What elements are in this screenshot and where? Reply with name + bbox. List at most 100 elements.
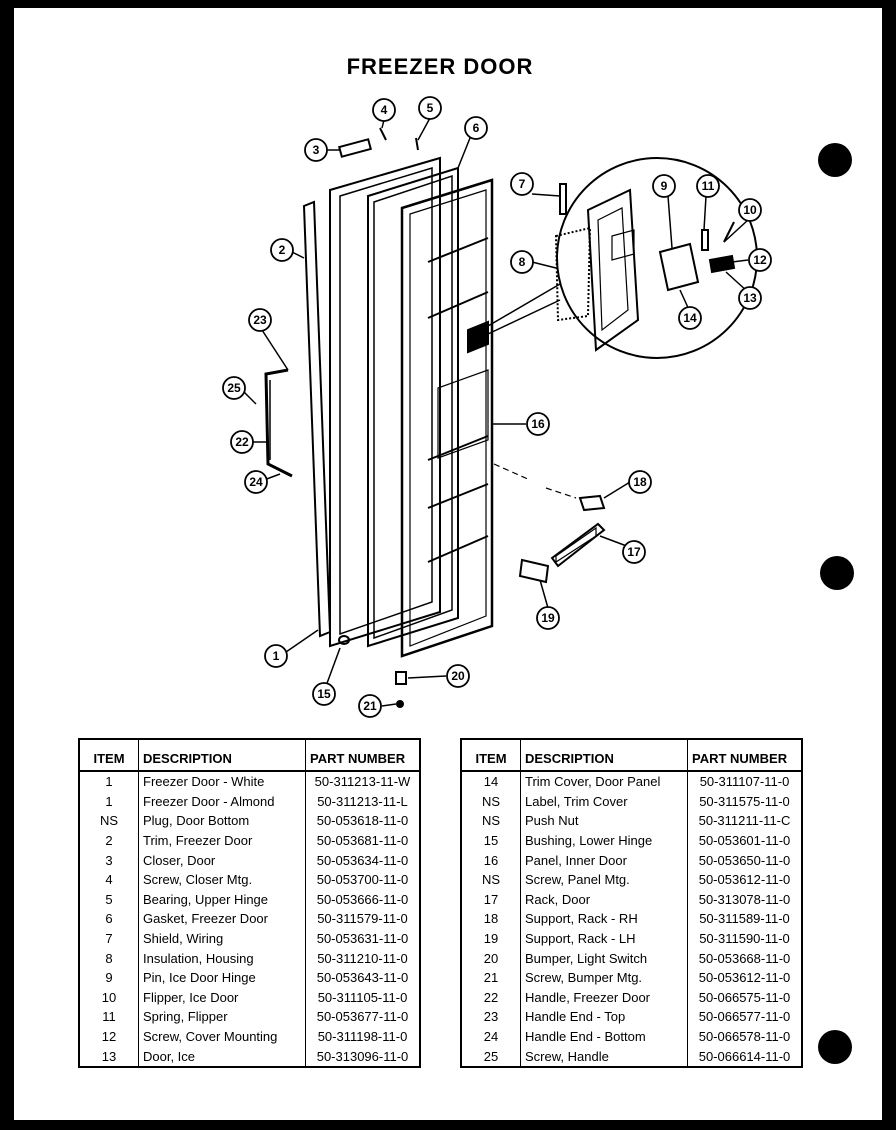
item-cell: 19 — [460, 928, 521, 949]
part-number-cell: 50-053643-11-0 — [305, 967, 421, 988]
page-title: FREEZER DOOR — [346, 54, 534, 79]
callout-label: 12 — [753, 253, 767, 267]
callout-8 — [510, 250, 534, 274]
item-cell: 1 — [78, 791, 139, 812]
insulation-housing-part — [554, 226, 592, 322]
desc-cell: Screw, Handle — [520, 1046, 688, 1067]
callout-25 — [222, 376, 246, 400]
callout-15 — [312, 682, 336, 706]
part-number-cell: 50-066575-11-0 — [687, 987, 803, 1008]
item-cell: 5 — [78, 889, 139, 910]
callout-label: 23 — [253, 313, 267, 327]
gasket-part — [367, 166, 459, 648]
callout-label: 13 — [743, 291, 757, 305]
callout-label: 9 — [661, 179, 668, 193]
part-number-cell: 50-311589-11-0 — [687, 909, 803, 929]
door-rack-part — [550, 522, 606, 568]
part-number-cell: 50-053631-11-0 — [305, 928, 421, 949]
item-cell: 8 — [78, 948, 139, 968]
column-header-part-number: PART NUMBER — [687, 739, 803, 772]
part-number-cell: 50-311198-11-0 — [305, 1026, 421, 1047]
callout-label: 25 — [227, 381, 241, 395]
part-number-cell: 50-066578-11-0 — [687, 1026, 803, 1047]
item-cell: 9 — [78, 967, 139, 988]
callout-label: 15 — [317, 687, 331, 701]
item-cell: NS — [460, 811, 521, 831]
desc-cell: Screw, Cover Mounting — [138, 1026, 306, 1047]
callout-21 — [358, 694, 382, 718]
callout-label: 10 — [743, 203, 757, 217]
part-number-cell: 50-053618-11-0 — [305, 811, 421, 831]
desc-cell: Pin, Ice Door Hinge — [138, 967, 306, 988]
item-cell: 6 — [78, 909, 139, 929]
callout-label: 5 — [427, 101, 434, 115]
binder-hole-middle — [820, 556, 854, 590]
desc-cell: Push Nut — [520, 811, 688, 831]
desc-cell: Plug, Door Bottom — [138, 811, 306, 831]
desc-cell: Handle End - Bottom — [520, 1026, 688, 1047]
callout-11 — [696, 174, 720, 198]
callout-label: 17 — [627, 545, 641, 559]
item-cell: 13 — [78, 1046, 139, 1067]
desc-cell: Trim, Freezer Door — [138, 830, 306, 851]
item-cell: 10 — [78, 987, 139, 1008]
item-cell: 14 — [460, 771, 521, 792]
desc-cell: Handle, Freezer Door — [520, 987, 688, 1008]
part-number-cell: 50-066577-11-0 — [687, 1007, 803, 1027]
callout-label: 2 — [279, 243, 286, 257]
handle-part — [264, 368, 293, 478]
item-cell: 7 — [78, 928, 139, 949]
callout-13 — [738, 286, 762, 310]
callout-label: 22 — [235, 435, 249, 449]
desc-cell: Screw, Bumper Mtg. — [520, 967, 688, 988]
callout-24 — [244, 470, 268, 494]
item-cell: NS — [460, 869, 521, 890]
part-number-cell: 50-311211-11-C — [687, 811, 803, 831]
callout-22 — [230, 430, 254, 454]
part-number-cell: 50-053650-11-0 — [687, 850, 803, 870]
desc-cell: Label, Trim Cover — [520, 791, 688, 812]
callout-20 — [446, 664, 470, 688]
part-number-cell: 50-311213-11-L — [305, 791, 421, 812]
callout-label: 6 — [473, 121, 480, 135]
item-cell: 22 — [460, 987, 521, 1008]
desc-cell: Door, Ice — [138, 1046, 306, 1067]
desc-cell: Flipper, Ice Door — [138, 987, 306, 1008]
callout-19 — [536, 606, 560, 630]
desc-cell: Screw, Closer Mtg. — [138, 869, 306, 890]
desc-cell: Bumper, Light Switch — [520, 948, 688, 968]
column-header-part-number: PART NUMBER — [305, 739, 421, 772]
desc-cell: Bushing, Lower Hinge — [520, 830, 688, 851]
callout-label: 20 — [451, 669, 465, 683]
part-number-cell: 50-313096-11-0 — [305, 1046, 421, 1067]
callout-2 — [270, 238, 294, 262]
part-number-cell: 50-311590-11-0 — [687, 928, 803, 949]
desc-cell: Screw, Panel Mtg. — [520, 869, 688, 890]
item-cell: 4 — [78, 869, 139, 890]
item-cell: NS — [78, 811, 139, 831]
callout-23 — [248, 308, 272, 332]
desc-cell: Support, Rack - RH — [520, 909, 688, 929]
part-number-cell: 50-311105-11-0 — [305, 987, 421, 1008]
binder-hole-top — [818, 143, 852, 177]
ice-door-part — [658, 242, 700, 292]
